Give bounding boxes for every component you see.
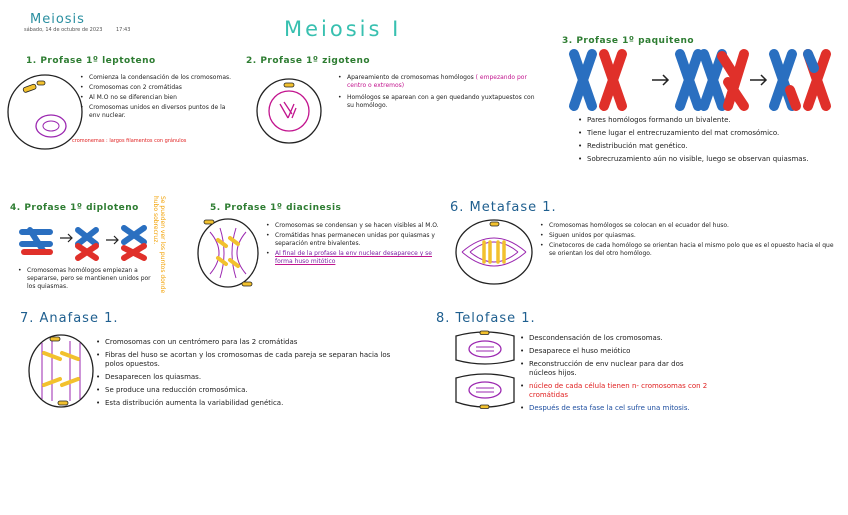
section-title-diacinesis: 5. Profase 1º diacinesis <box>210 203 341 213</box>
note: Cromátidas hnas permanecen unidas por qu… <box>266 232 444 248</box>
note: Cromosomas homólogos se colocan en el ec… <box>540 222 840 230</box>
page-date: sábado, 14 de octubre de 2023 <box>24 27 102 33</box>
note: Cromosomas con un centrómero para las 2 … <box>96 338 394 347</box>
note-text: Apareamiento de cromosomas homólogos <box>347 74 474 81</box>
note: Descondensación de los cromosomas. <box>520 334 710 343</box>
note: Homólogos se aparean con a gen quedando … <box>338 94 538 110</box>
note: Fibras del huso se acortan y los cromoso… <box>96 351 394 369</box>
note: Reconstrucción de env nuclear para dar d… <box>520 360 710 378</box>
diploteno-notes: Cromosomas homólogos empiezan a separars… <box>18 267 158 293</box>
section-title-diploteno: 4. Profase 1º diploteno <box>10 203 139 213</box>
note: Redistribución mat genético. <box>578 142 844 151</box>
note: Sobrecruzamiento aún no visible, luego s… <box>578 155 844 164</box>
section-title-leptoteno: 1. Profase 1º leptoteno <box>26 56 156 66</box>
diploteno-side-note: Se pueden ver los puntos donde hubo sobr… <box>152 196 166 296</box>
diploteno-chromosomes-drawing <box>20 222 140 262</box>
note: Desaparecen los quiasmas. <box>96 373 394 382</box>
notebook-title: Meiosis <box>30 12 85 27</box>
leptoteno-notes: Comienza la condensación de los cromosom… <box>80 74 232 122</box>
section-title-zigoteno: 2. Profase 1º zigoteno <box>246 56 370 66</box>
note: Siguen unidos por quiasmas. <box>540 232 840 240</box>
section-title-metafase: 6. Metafase 1. <box>450 200 557 215</box>
note: Se produce una reducción cromosómica. <box>96 386 394 395</box>
paquiteno-notes: Pares homólogos formando un bivalente. T… <box>578 116 844 168</box>
page-title: Meiosis I <box>284 17 401 41</box>
note: Cromosomas homólogos empiezan a separars… <box>18 267 158 291</box>
note: Cromosomas con 2 cromátidas <box>80 84 232 92</box>
diacinesis-notes: Cromosomas se condensan y se hacen visib… <box>266 222 444 268</box>
zigoteno-notes: Apareamiento de cromosomas homólogos ( e… <box>338 74 538 112</box>
note: Después de esta fase la cel sufre una mi… <box>520 404 710 413</box>
zigoteno-cell-drawing <box>256 78 322 144</box>
note: núcleo de cada célula tienen n- cromosom… <box>520 382 710 400</box>
page-timestamp: sábado, 14 de octubre de 2023 17:43 <box>24 27 142 33</box>
note: Al final de la profase la env nuclear de… <box>266 250 444 266</box>
section-title-anafase: 7. Anafase 1. <box>20 311 118 326</box>
section-title-paquiteno: 3. Profase 1º paquiteno <box>562 36 694 46</box>
note: Cromosomas unidos en diversos puntos de … <box>80 104 232 120</box>
note: Pares homólogos formando un bivalente. <box>578 116 844 125</box>
metafase-cell-drawing <box>454 218 534 286</box>
section-title-telofase: 8. Telofase 1. <box>436 311 536 326</box>
anafase-notes: Cromosomas con un centrómero para las 2 … <box>96 338 394 412</box>
note: Cinetocoros de cada homólogo se orientan… <box>540 242 840 258</box>
page-time: 17:43 <box>116 27 130 33</box>
diacinesis-cell-drawing <box>196 218 260 288</box>
note: Tiene lugar el entrecruzamiento del mat … <box>578 129 844 138</box>
note: Comienza la condensación de los cromosom… <box>80 74 232 82</box>
note: Desaparece el huso meiótico <box>520 347 710 356</box>
note: Al M.O no se diferencian bien <box>80 94 232 102</box>
cromonemas-annotation: cromonemas : largos filamentos con gránu… <box>72 138 186 144</box>
telofase-cells-drawing <box>452 330 518 412</box>
note: Esta distribución aumenta la variabilida… <box>96 399 394 408</box>
note: Cromosomas se condensan y se hacen visib… <box>266 222 444 230</box>
paquiteno-chromosomes-drawing <box>568 50 844 110</box>
note: Apareamiento de cromosomas homólogos ( e… <box>338 74 538 90</box>
telofase-notes: Descondensación de los cromosomas. Desap… <box>520 334 710 417</box>
metafase-notes: Cromosomas homólogos se colocan en el ec… <box>540 222 840 260</box>
anafase-cell-drawing <box>28 333 94 409</box>
